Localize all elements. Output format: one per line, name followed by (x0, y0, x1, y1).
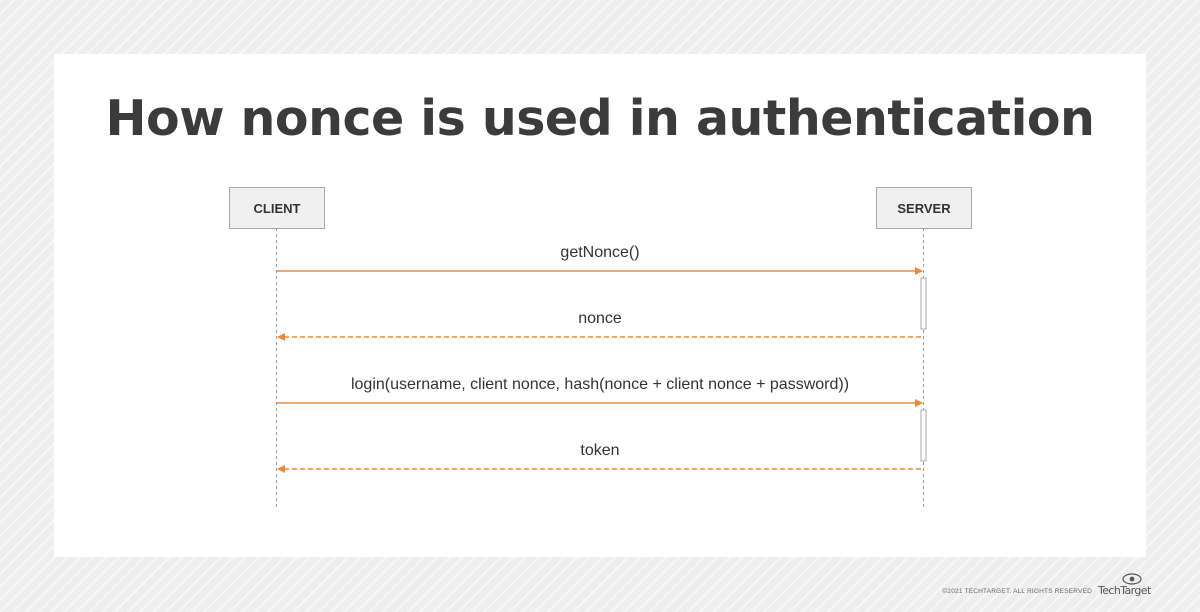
diagram-card (54, 54, 1146, 557)
eye-icon (1122, 573, 1142, 585)
server-actor-box: SERVER (876, 187, 972, 229)
copyright-notice: ©2021 TECHTARGET. ALL RIGHTS RESERVED (942, 588, 1092, 595)
logo-text: TechTarget (1098, 584, 1151, 597)
message-label-1: getNonce() (560, 244, 640, 261)
techtarget-logo: TechTarget (1098, 572, 1151, 598)
client-actor-label: CLIENT (253, 200, 301, 216)
server-activation-bar-2 (920, 409, 927, 462)
diagram-title: How nonce is used in authentication (105, 90, 1095, 147)
message-label-2: nonce (578, 310, 622, 327)
server-actor-label: SERVER (897, 200, 951, 216)
message-label-4: token (580, 442, 620, 459)
message-label-3: login(username, client nonce, hash(nonce… (350, 376, 850, 393)
server-activation-bar-1 (920, 277, 927, 330)
